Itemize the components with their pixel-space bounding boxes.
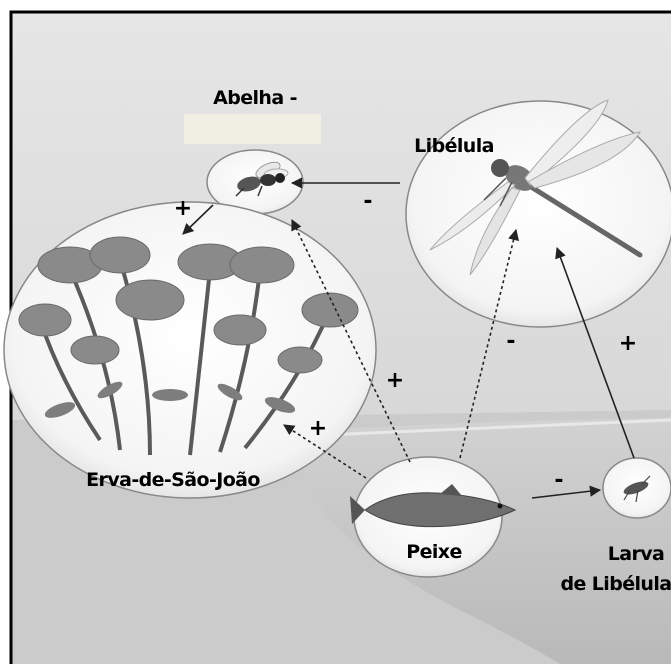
larva-illustration [623, 475, 651, 503]
arrows [182, 177, 635, 499]
arrow-plant-bee [182, 204, 214, 235]
arrow-fish-plant [283, 424, 367, 479]
plant-label: Erva-de-São-João [86, 469, 260, 491]
fish-illustration [350, 484, 517, 528]
sign-fish-plant: + [309, 416, 327, 441]
dragonfly-illustration [429, 99, 643, 276]
sign-larva-dragonfly: + [619, 331, 637, 356]
frame-border [9, 10, 671, 664]
dragonfly-label: Libélula [414, 135, 494, 157]
sign-plant-bee: + [174, 196, 192, 221]
larva-label-line2: de Libélula [561, 573, 671, 595]
water-surface [299, 418, 671, 438]
larva-label-line1: Larva [608, 543, 665, 565]
arrow-fish-bee [291, 218, 411, 463]
sign-fish-bee: + [386, 368, 404, 393]
plant-illustration [18, 236, 359, 456]
bee-illustration [235, 161, 289, 197]
bee-label: Abelha - [213, 87, 297, 109]
sign-dragonfly-bee: - [363, 189, 372, 214]
bee-answer-box[interactable] [184, 114, 321, 144]
fish-label: Peixe [406, 541, 461, 563]
arrow-larva-dragonfly [555, 246, 635, 459]
arrow-fish-larva [531, 485, 602, 499]
sign-fish-dragonfly: - [506, 329, 515, 354]
sign-fish-larva: - [554, 468, 563, 493]
